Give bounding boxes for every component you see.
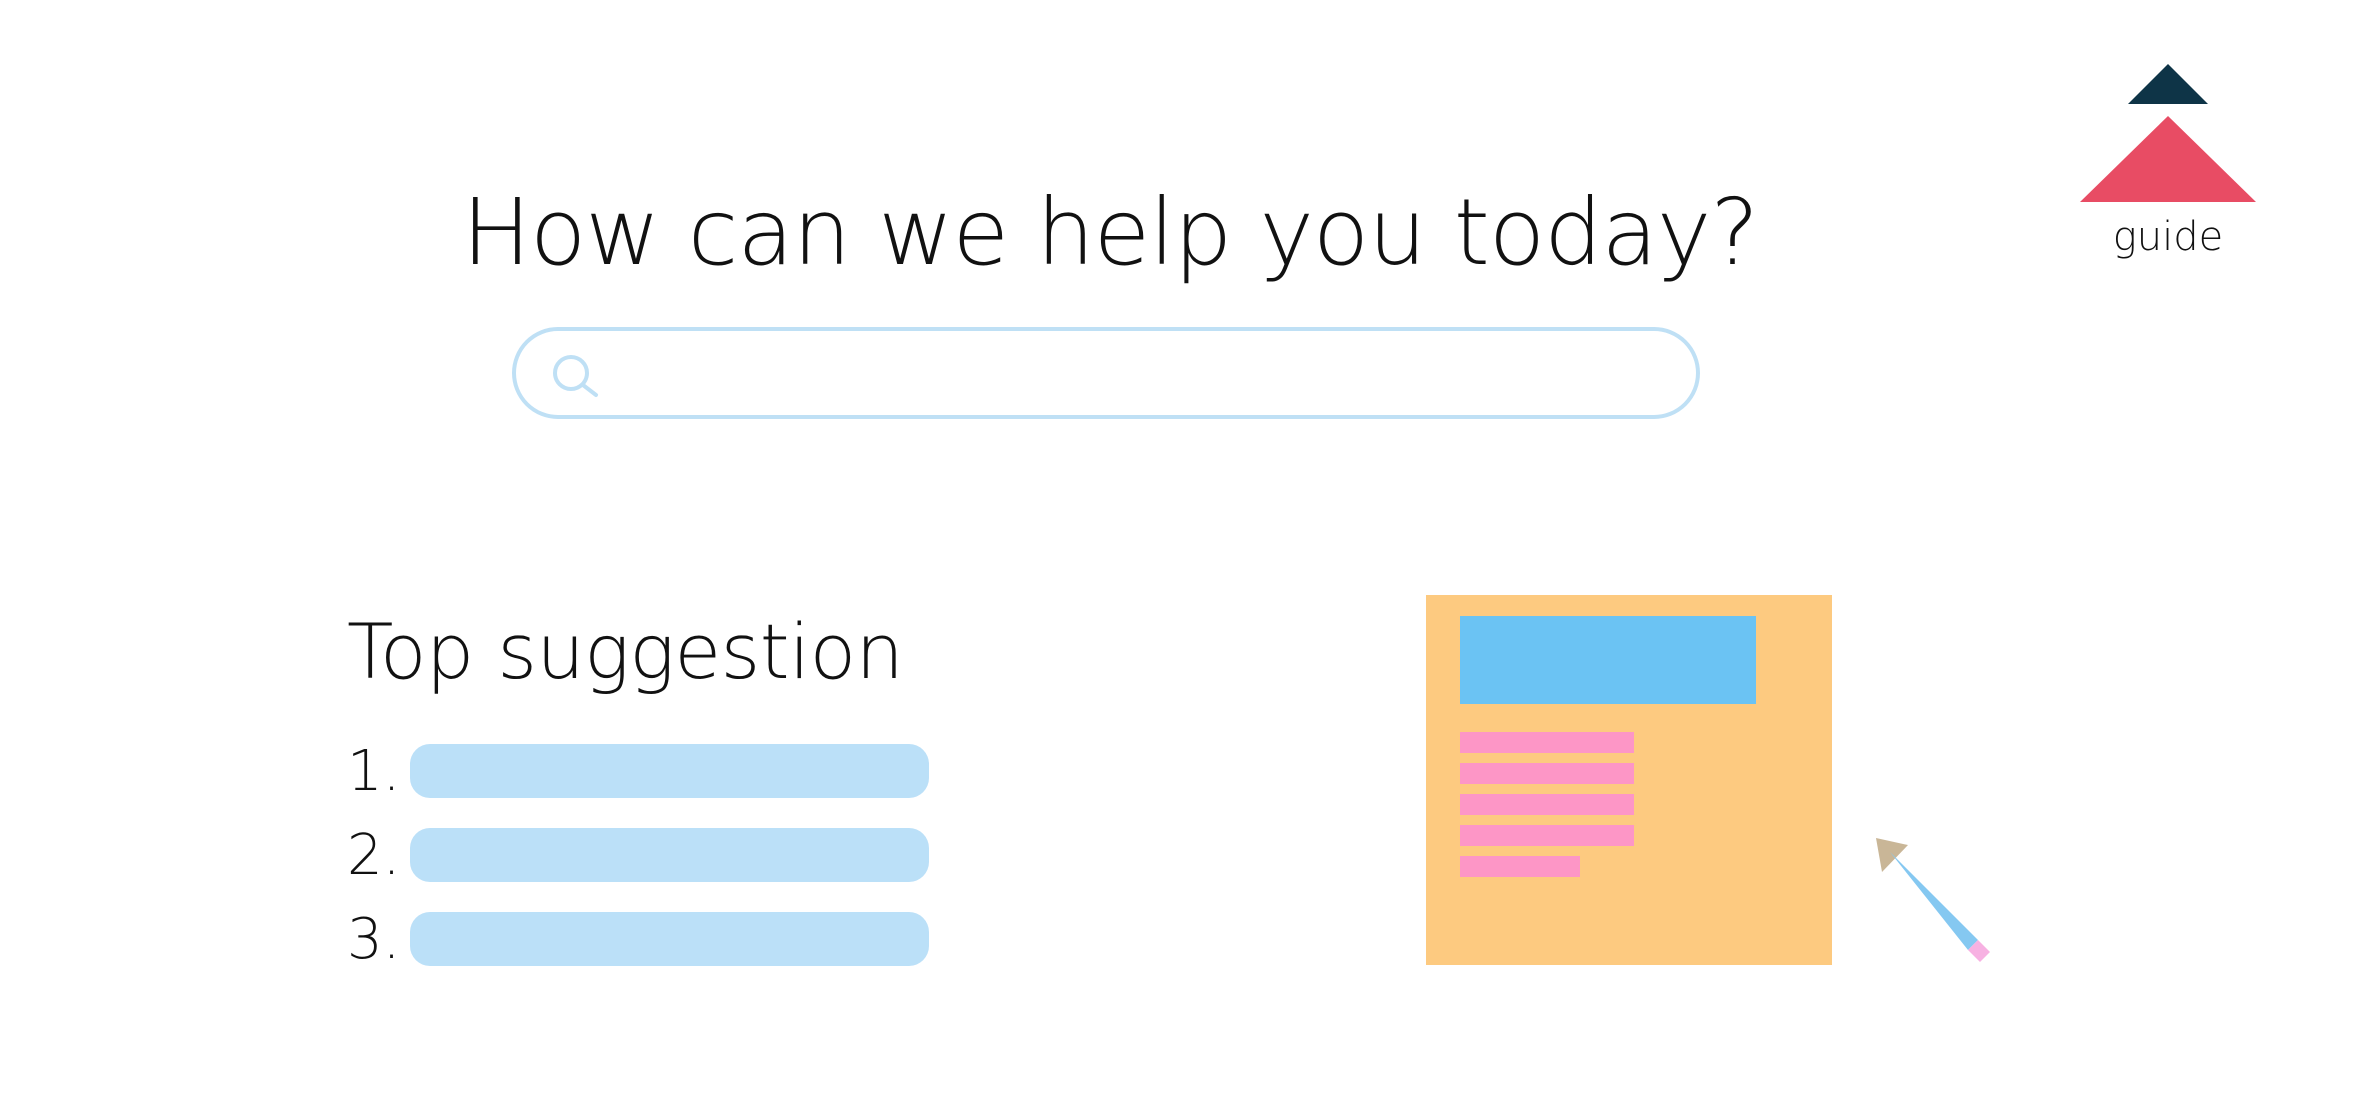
triangles-logo-icon[interactable] [2080, 64, 2256, 264]
list-item: 3. [347, 910, 932, 994]
suggestion-list: 1. 2. 3. [347, 742, 932, 994]
suggestion-number: 2. [347, 823, 401, 888]
document-text-line [1460, 856, 1580, 877]
pencil-icon [1876, 838, 1990, 962]
document-text-line [1460, 794, 1634, 815]
document-text-line [1460, 763, 1634, 784]
search-icon[interactable] [551, 353, 601, 403]
document-header-block [1460, 616, 1756, 704]
suggestion-number: 1. [347, 739, 401, 804]
suggestion-link-2[interactable] [410, 828, 929, 882]
suggestion-number: 3. [347, 907, 401, 972]
suggestion-link-3[interactable] [410, 912, 929, 966]
search-input[interactable] [626, 341, 1670, 407]
list-item: 1. [347, 742, 932, 826]
list-item: 2. [347, 826, 932, 910]
suggestion-link-1[interactable] [410, 744, 929, 798]
search-bar[interactable] [512, 327, 1700, 419]
brand-label[interactable]: guide [2112, 214, 2224, 260]
page-title: How can we help you today? [461, 179, 1759, 286]
document-text-line [1460, 732, 1634, 753]
document-text-line [1460, 825, 1634, 846]
section-title: Top suggestion [347, 607, 904, 696]
document-illustration-icon [1426, 595, 1832, 965]
